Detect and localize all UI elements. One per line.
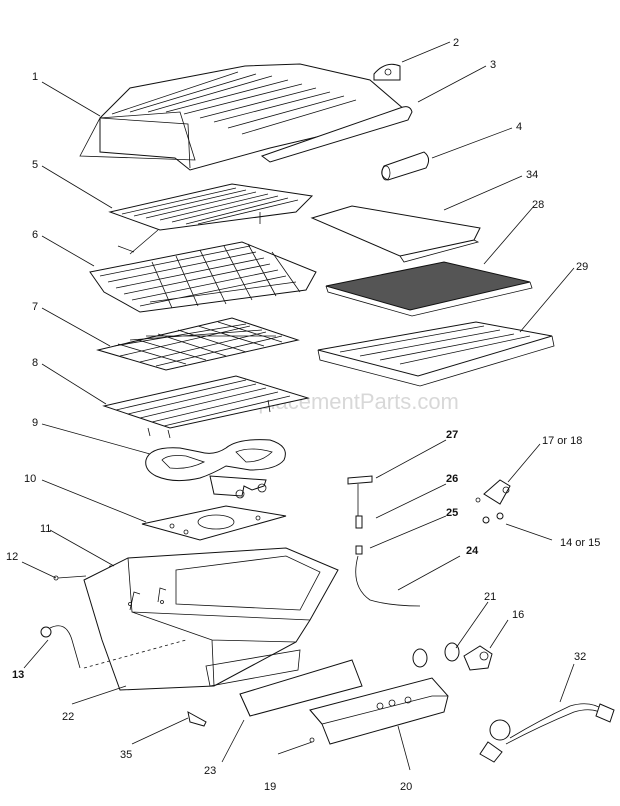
label-10: 10: [24, 473, 36, 485]
part-34-drip-tray: [310, 205, 481, 263]
label-3: 3: [490, 59, 496, 71]
label-34: 34: [526, 169, 538, 181]
label-32: 32: [574, 651, 586, 663]
part-1-lid: [79, 63, 406, 171]
label-14-or-15: 14 or 15: [560, 537, 600, 549]
part-9-burner: [145, 439, 286, 499]
part-6-cooking-grate: [89, 241, 317, 313]
part-27-electrode: [347, 475, 373, 520]
label-17-or-18: 17 or 18: [542, 435, 582, 447]
label-9: 9: [32, 417, 38, 429]
part-5-warming-rack: [108, 183, 314, 255]
part-10-burner-plate: [141, 505, 287, 541]
part-12-pin: [53, 575, 87, 581]
label-29: 29: [576, 261, 588, 273]
label-6: 6: [32, 229, 38, 241]
label-23: 23: [204, 765, 216, 777]
label-8: 8: [32, 357, 38, 369]
label-35: 35: [120, 749, 132, 761]
label-1: 1: [32, 71, 38, 83]
label-13: 13: [12, 669, 24, 681]
label-2: 2: [453, 37, 459, 49]
label-28: 28: [532, 199, 544, 211]
part-8-rack: [102, 375, 310, 439]
label-16: 16: [512, 609, 524, 621]
part-24-igniter-wire: [355, 555, 421, 607]
label-21: 21: [484, 591, 496, 603]
part-25-sleeve: [355, 545, 363, 555]
label-4: 4: [516, 121, 522, 133]
part-4-tube: [381, 151, 430, 181]
label-7: 7: [32, 301, 38, 313]
label-26: 26: [446, 473, 458, 485]
part-26-spacer: [355, 515, 363, 529]
part-21-knob: [412, 642, 460, 668]
part-13-igniter-bracket: [40, 625, 187, 669]
part-17-18-valve: [475, 479, 511, 505]
label-20: 20: [400, 781, 412, 793]
leader-lines: [21, 41, 575, 771]
part-28-briquette-pan: [325, 261, 533, 317]
label-27: 27: [446, 429, 458, 441]
part-35-clip: [187, 711, 207, 727]
part-19-screw: [309, 737, 315, 743]
part-16-regulator: [463, 645, 493, 671]
part-14-15-orifice: [482, 512, 504, 524]
label-11: 11: [40, 523, 51, 535]
part-32-hose-regulator: [479, 703, 615, 763]
label-5: 5: [32, 159, 38, 171]
part-labels: 1 2 3 4 5 34 28 6 29 7 8 9 27 17 or 18 1…: [6, 37, 600, 793]
part-3-handle: [260, 106, 413, 163]
label-12: 12: [6, 551, 18, 563]
part-22-firebox: [83, 547, 339, 691]
label-22: 22: [62, 711, 74, 723]
label-19: 19: [264, 781, 276, 793]
part-23-heat-shield: [239, 659, 363, 717]
part-20-control-panel: [309, 677, 449, 745]
label-25: 25: [446, 507, 458, 519]
part-29-heat-plate: [317, 321, 555, 387]
part-2-thermometer: [373, 63, 401, 81]
part-7-briquette-grate: [96, 317, 300, 371]
label-24: 24: [466, 545, 479, 557]
